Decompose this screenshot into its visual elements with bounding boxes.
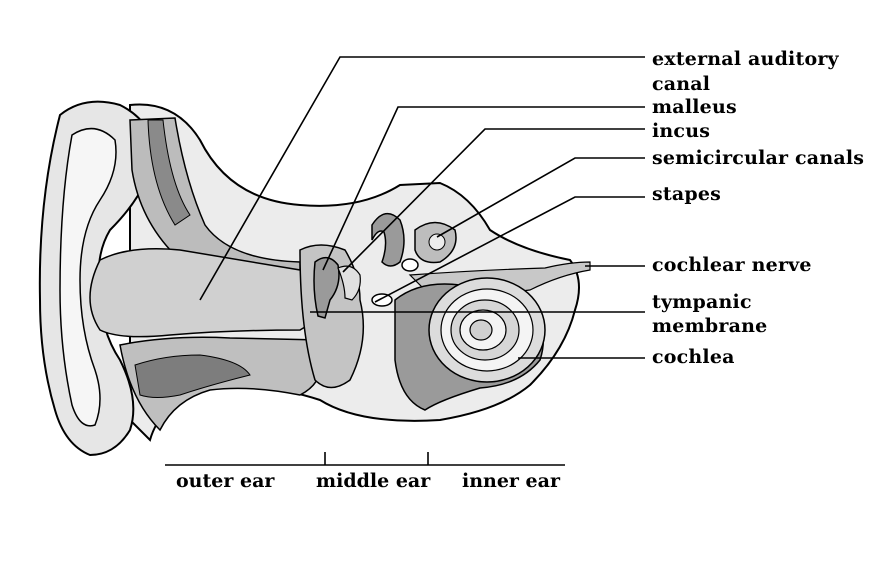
region-middle-ear: middle ear <box>316 470 431 492</box>
label-external-auditory-canal: external auditory canal <box>652 48 839 95</box>
cartilage-band-inner <box>147 119 191 226</box>
leader-semicircular-canals <box>436 157 645 238</box>
incus-bone <box>337 265 361 301</box>
label-stapes: stapes <box>652 183 722 205</box>
leader-incus <box>342 128 645 273</box>
label-semicircular-canals: semicircular canals <box>652 147 865 169</box>
label-cochlea: cochlea <box>652 346 735 368</box>
semicircular-canal-1 <box>371 212 405 267</box>
cochlea-center <box>469 319 493 341</box>
label-cochlear-nerve: cochlear nerve <box>652 254 812 276</box>
lower-cartilage-dark <box>134 354 251 398</box>
vestibule <box>401 258 419 272</box>
stapes-bone <box>371 293 393 307</box>
label-tympanic-membrane: tympanic membrane <box>652 291 768 337</box>
label-malleus: malleus <box>652 96 737 118</box>
region-inner-ear: inner ear <box>462 470 560 492</box>
label-incus: incus <box>652 120 711 142</box>
region-outer-ear: outer ear <box>176 470 275 492</box>
ear-canal <box>89 248 326 338</box>
region-scale <box>165 452 565 466</box>
leader-lines <box>199 56 645 359</box>
semicircular-canal-hole <box>428 233 446 251</box>
leader-malleus <box>322 106 645 271</box>
leader-external-auditory-canal <box>199 56 645 301</box>
pinna-fold <box>59 127 117 427</box>
leader-stapes <box>374 196 645 303</box>
